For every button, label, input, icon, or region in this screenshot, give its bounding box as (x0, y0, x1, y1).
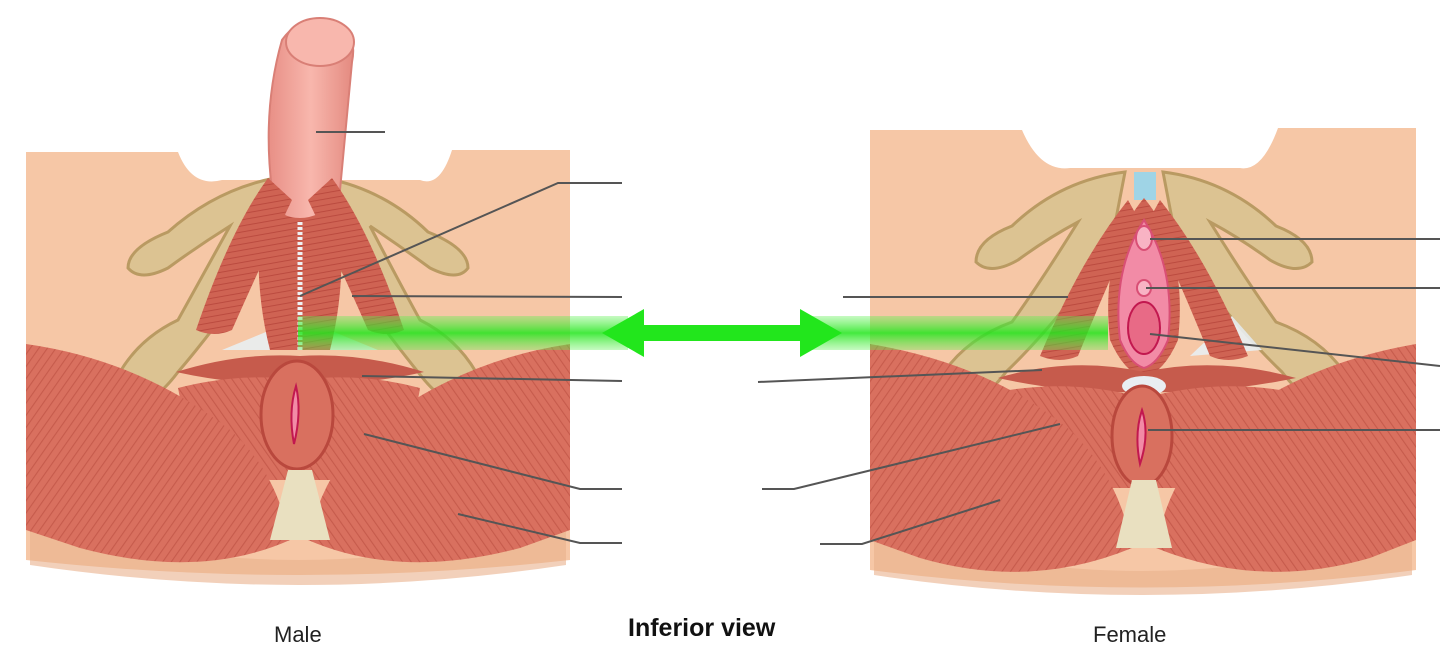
arrow-head-right (800, 309, 842, 357)
vaginal-orifice (1127, 301, 1161, 355)
male-leader-lines (299, 131, 623, 544)
female-leader-lines (757, 238, 1440, 545)
clitoris (1135, 225, 1153, 251)
male-gluteus-maximus-left (26, 344, 290, 563)
male-skin-lower (30, 520, 566, 585)
female-anus (1136, 406, 1147, 468)
arrow-band-left (298, 316, 628, 350)
female-caption: Female (1093, 622, 1167, 647)
arrow-band-right (812, 316, 1108, 350)
male-anus (290, 382, 300, 445)
glans (285, 17, 355, 67)
view-caption: Inferior view (628, 614, 776, 642)
male-caption: Male (274, 622, 322, 647)
female-anococcygeal-body (1116, 480, 1172, 548)
female-gluteus-maximus-left (870, 344, 1132, 572)
male-anococcygeal-body (270, 470, 330, 540)
double-headed-arrow (298, 309, 1108, 357)
female-perineum (757, 128, 1440, 595)
arrow-shaft (640, 325, 806, 341)
male-perineum (26, 17, 623, 585)
pubic-symphysis (1134, 172, 1156, 200)
arrow-head-left (602, 309, 644, 357)
female-gluteus-maximus-right (1156, 344, 1416, 572)
female-skin-lower (874, 530, 1412, 595)
